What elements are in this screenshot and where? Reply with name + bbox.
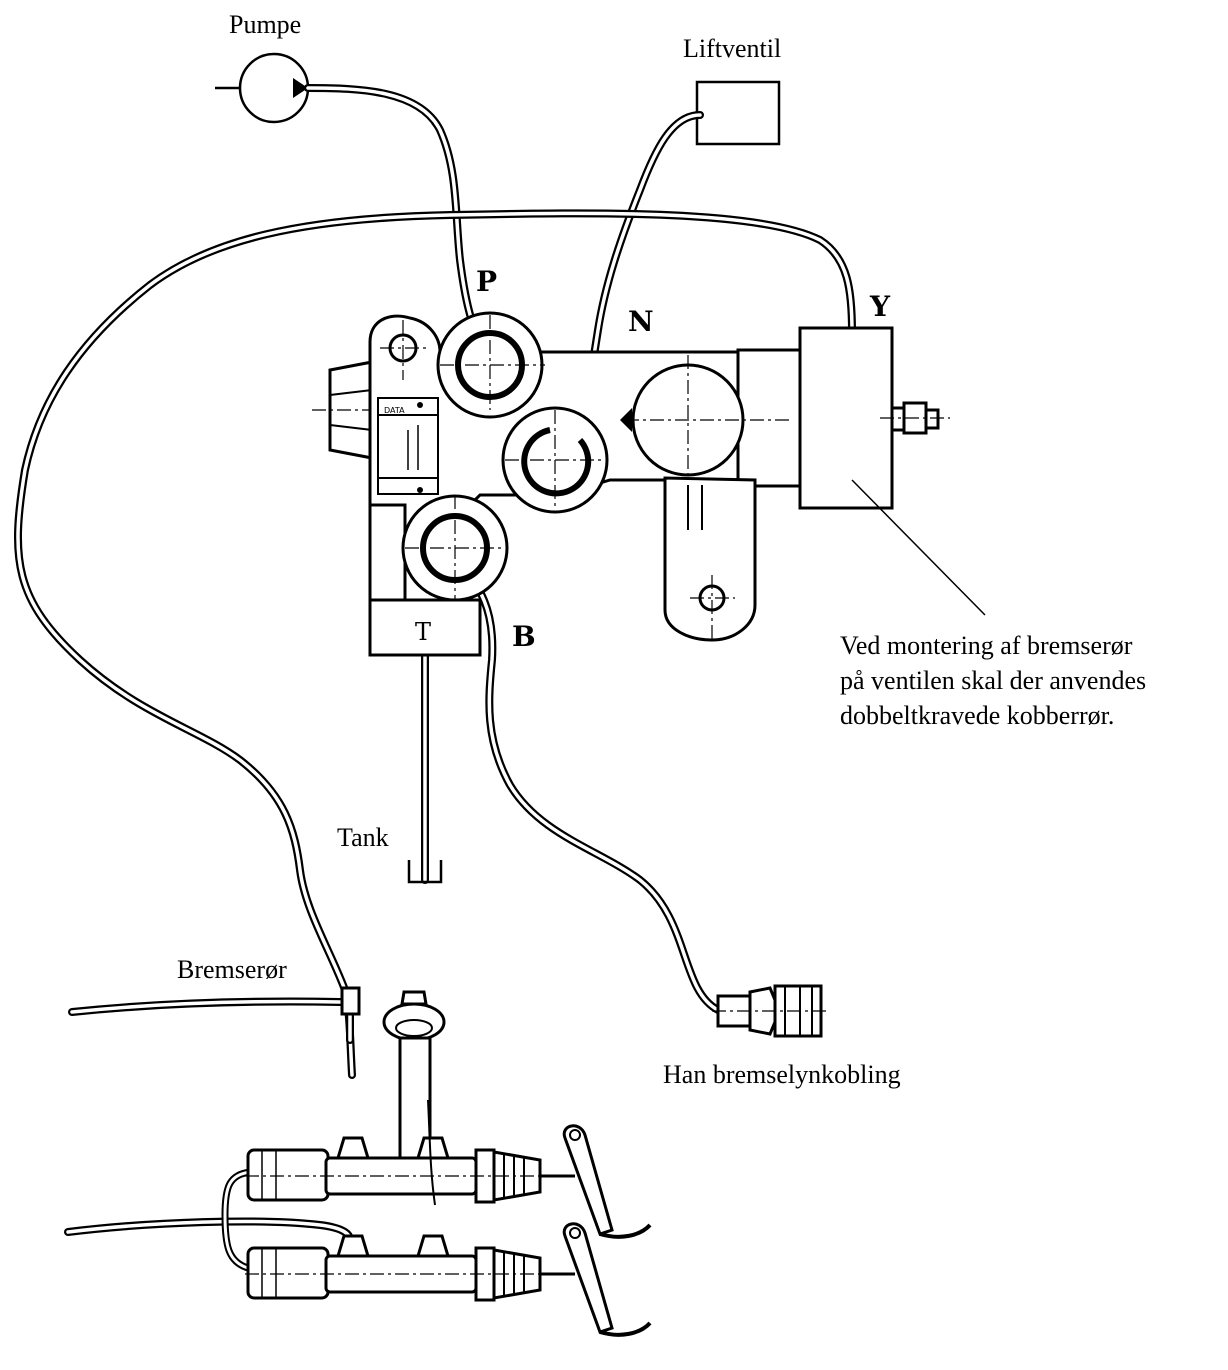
note-leader-line bbox=[851, 479, 986, 616]
port-p-label: P bbox=[476, 265, 498, 298]
lift-valve-label: Liftventil bbox=[683, 34, 782, 63]
brake-valve-block: DATA bbox=[312, 311, 950, 657]
brake-pipe-label: Bremserør bbox=[177, 955, 287, 984]
port-y-label: Y bbox=[870, 290, 890, 323]
master-cylinder-upper bbox=[245, 990, 652, 1239]
male-coupling-symbol bbox=[712, 984, 830, 1038]
tank-label: Tank bbox=[337, 823, 389, 852]
male-coupling-label: Han bremselynkobling bbox=[663, 1060, 901, 1089]
svg-text:DATA: DATA bbox=[384, 406, 405, 415]
mounting-note: Ved montering af bremserør på ventilen s… bbox=[840, 628, 1220, 733]
mounting-note-line-3: dobbeltkravede kobberrør. bbox=[840, 701, 1115, 730]
lift-valve-box bbox=[695, 80, 781, 146]
pump-label: Pumpe bbox=[229, 10, 302, 39]
tank-symbol bbox=[407, 860, 443, 884]
mounting-note-line-2: på ventilen skal der anvendes bbox=[840, 666, 1147, 695]
master-cylinder-lower bbox=[245, 1222, 652, 1337]
mounting-note-line-1: Ved montering af bremserør bbox=[840, 631, 1133, 660]
hydraulic-lines bbox=[14, 84, 856, 1272]
port-n-label: N bbox=[628, 305, 654, 338]
port-b-label: B bbox=[512, 620, 536, 653]
t-piece bbox=[340, 986, 361, 1016]
port-t-label: T bbox=[415, 618, 432, 646]
pump-symbol bbox=[215, 52, 310, 124]
